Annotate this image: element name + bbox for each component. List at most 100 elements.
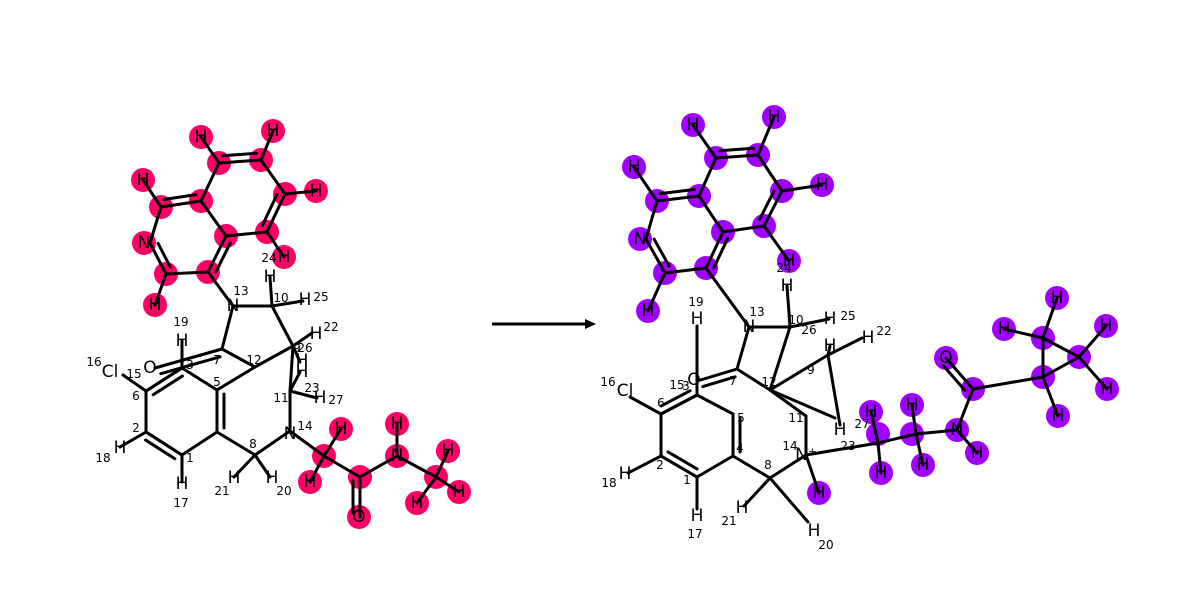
reactant-n13: N <box>227 296 240 316</box>
reactant-h: H <box>278 247 291 267</box>
product-cl: Cl <box>617 381 634 401</box>
bond <box>697 194 725 234</box>
product-atom-number: 9 <box>807 363 815 377</box>
product-n-amide: N <box>951 420 964 440</box>
bond <box>762 224 791 263</box>
reactant-atom-number: 19 <box>173 315 188 329</box>
product-highlight-atom <box>628 227 652 251</box>
bond <box>415 475 438 505</box>
bond <box>659 454 699 479</box>
product-h: H <box>998 319 1011 339</box>
product-atom-number: 24 <box>776 261 791 275</box>
bond <box>1002 327 1045 340</box>
reactant-atom-number: 21 <box>214 484 229 498</box>
bond <box>144 438 177 461</box>
product-h: H <box>642 301 655 321</box>
bond <box>253 429 292 457</box>
reactant-atom-number: 15 <box>126 367 141 381</box>
bond <box>1041 375 1060 418</box>
product-atom-number: 7 <box>729 374 737 388</box>
bond <box>914 428 959 436</box>
bond <box>151 374 184 397</box>
reactant-atom-number: 2 <box>132 421 140 435</box>
reactant-atom-number: 25 <box>313 290 328 304</box>
bond <box>268 275 274 308</box>
product-h: H <box>824 336 837 356</box>
product-h: H <box>687 115 700 135</box>
bond <box>768 476 810 524</box>
reactant-atom-number: 27 <box>328 393 343 407</box>
reactant-atom-number: 17 <box>173 496 188 510</box>
product-h: H <box>619 464 632 484</box>
reactant-h: H <box>114 438 127 458</box>
reactant-h: H <box>228 468 241 488</box>
bond <box>758 189 776 221</box>
bond <box>701 375 737 389</box>
bond <box>259 158 287 196</box>
product-atom-number: 20 <box>818 538 833 552</box>
bond <box>322 427 343 458</box>
reactant-o-ketone: O <box>143 358 156 378</box>
bond <box>826 353 842 427</box>
reactant-highlight-atom <box>132 231 156 255</box>
reactant-n-amide: N <box>391 446 404 466</box>
bond <box>1041 296 1059 340</box>
reactant-h: H <box>266 468 279 488</box>
bond <box>731 454 772 480</box>
reactant-n14: N <box>284 424 297 444</box>
bond <box>652 237 671 268</box>
bond <box>358 454 399 479</box>
product-h: H <box>862 328 875 348</box>
reactant-bond <box>162 193 198 201</box>
reactant-atom-number: 20 <box>276 484 291 498</box>
reactant-h: H <box>195 127 208 147</box>
bond <box>644 199 659 241</box>
bond <box>644 237 667 275</box>
bond <box>260 193 279 227</box>
bond <box>288 370 302 393</box>
reactant-atom-number: 14 <box>297 419 312 433</box>
product-atom-number: 25 <box>840 309 855 323</box>
bond <box>288 389 319 400</box>
product-h: H <box>824 309 837 329</box>
bond <box>941 364 967 393</box>
bond <box>220 304 235 351</box>
bond <box>768 388 808 418</box>
product-h: H <box>691 309 704 329</box>
bond <box>265 230 286 259</box>
product-h: H <box>808 521 821 541</box>
bond <box>199 199 228 238</box>
product-h: H <box>971 443 984 463</box>
bond <box>148 205 163 245</box>
bond <box>780 183 824 193</box>
product-atom-number: 19 <box>688 295 703 309</box>
bond <box>291 344 302 364</box>
product-atom-number: 5 <box>737 411 745 425</box>
bond <box>1077 324 1108 359</box>
bond <box>704 266 751 329</box>
bond <box>217 158 263 165</box>
bond <box>626 454 663 475</box>
reactant-atom-number: 11 <box>273 391 288 405</box>
bond <box>944 356 975 391</box>
bond <box>695 393 735 416</box>
product-o-amide: O <box>939 348 952 368</box>
product-h: H <box>783 251 796 271</box>
bond <box>215 365 257 392</box>
reaction-arrow <box>492 319 596 329</box>
product-atom-number: 10 <box>788 313 803 327</box>
bond <box>434 449 450 479</box>
reactant-h: H <box>296 362 309 382</box>
reactant-atom-number: 16 <box>86 355 101 369</box>
bond <box>735 367 772 392</box>
reactant-h: H <box>304 472 317 492</box>
product-atom-number: 22 <box>876 324 891 338</box>
bond <box>955 428 979 455</box>
reactant-h: H <box>391 414 404 434</box>
product-h: H <box>816 175 829 195</box>
bond <box>704 230 725 270</box>
reactant-h: H <box>442 441 455 461</box>
bond <box>159 355 222 376</box>
bond <box>232 453 257 479</box>
bond <box>144 366 184 393</box>
